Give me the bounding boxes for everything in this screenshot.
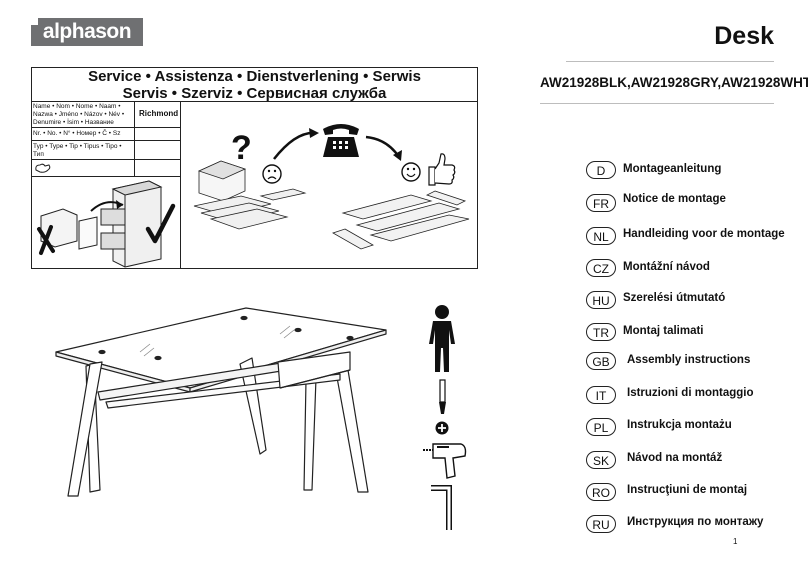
lang-code-fr: FR [586,194,616,212]
lang-code-ru: RU [586,515,616,533]
desk-illustration [55,307,387,497]
model-numbers: AW21928BLK,AW21928GRY,AW21928WHT [540,75,808,90]
table-row: Nr. • No. • N° • Номер • Č • Sz [31,128,181,141]
lang-label-ru: Инструкция по монтажу [627,516,764,528]
lang-label-tr: Montaj talimati [623,325,704,337]
row-value-contact [134,160,182,176]
brand-logo: alphason [31,18,143,46]
page-number: 1 [733,537,738,546]
table-row [31,160,181,177]
question-mark-icon: ? [231,129,252,167]
logo-corner [31,18,38,25]
person-icon [429,305,455,372]
service-heading: Service • Assistenza • Dienstverlening •… [31,67,478,102]
phone-icon [323,124,359,157]
lang-label-gb: Assembly instructions [627,354,751,366]
lang-label-nl: Handleiding voor de montage [623,228,785,240]
lang-label-pl: Instrukcja montażu [627,419,732,431]
row-label-name: Name • Nom • Nome • Naam • Nazwa • Jméno… [33,103,125,126]
happy-face-icon [401,162,421,182]
row-label-type: Typ • Type • Tip • Tipus • Tipo • Тип [33,143,122,158]
lang-code-d: D [586,161,616,179]
lang-label-cz: Montážní návod [623,261,710,273]
drill-icon [423,443,467,479]
lang-label-d: Montageanleitung [623,163,722,175]
lang-label-ro: Instrucţiuni de montaj [627,484,748,496]
table-row: Name • Nom • Nome • Naam • Nazwa • Jméno… [31,101,181,128]
row-label-number: Nr. • No. • N° • Номер • Č • Sz [33,130,121,137]
lang-label-fr: Notice de montage [623,193,726,205]
lang-code-sk: SK [586,451,616,469]
service-box [31,67,478,269]
lang-code-tr: TR [586,323,616,341]
lang-label-hu: Szerelési útmutató [623,292,726,304]
page-title: Desk [714,22,774,50]
lang-code-hu: HU [586,291,616,309]
lang-label-sk: Návod na montáž [627,452,723,464]
cross-icon [37,225,55,255]
lang-code-gb: GB [586,352,616,370]
allen-key-icon [431,485,452,530]
row-value-type [134,141,182,159]
lang-code-nl: NL [586,227,616,245]
row-value-number [134,128,182,140]
service-heading-line2: Servis • Szerviz • Сервисная служба [122,85,387,102]
service-heading-line1: Service • Assistenza • Dienstverlening •… [88,68,421,85]
sad-face-icon [262,164,282,184]
checkmark-icon [145,203,176,244]
title-rule [566,61,774,62]
models-rule [540,103,774,104]
lang-code-cz: CZ [586,259,616,277]
row-value-name: Richmond [134,101,182,127]
lang-label-it: Istruzioni di montaggio [627,387,754,399]
table-row: Typ • Type • Tip • Tipus • Tipo • Тип [31,141,181,160]
service-info-table: Name • Nom • Nome • Naam • Nazwa • Jméno… [31,101,181,269]
service-illustration: ? [37,124,470,268]
lang-code-it: IT [586,386,616,404]
tools-column [423,305,467,530]
lang-code-ro: RO [586,483,616,501]
lang-code-pl: PL [586,418,616,436]
screwdriver-icon [435,379,449,435]
thumbs-up-icon [428,153,456,186]
contact-icon [35,163,51,173]
